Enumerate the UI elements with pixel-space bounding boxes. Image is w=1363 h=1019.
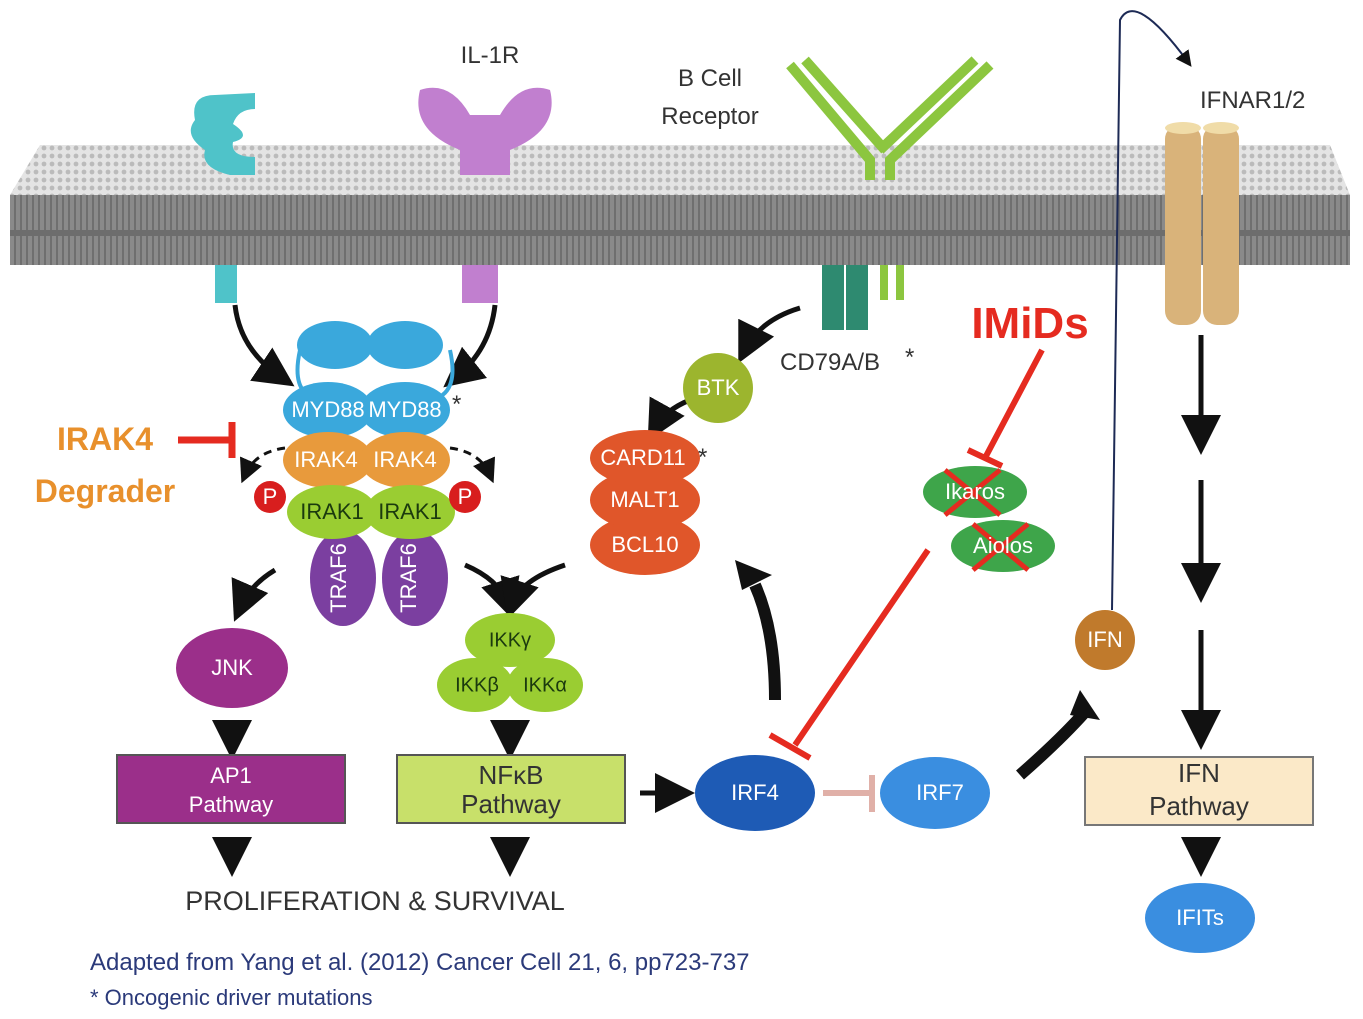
aiolos-node: Aiolos [973,533,1033,558]
ikk-complex: IKKγ IKKβ IKKα [437,613,583,712]
bcr-signaling: BTK CARD11 * MALT1 BCL10 [590,353,753,575]
phosphorylation-arrows [239,446,496,484]
bcr-label-2: Receptor [661,103,758,130]
nfkb-pathway-box: NFκB Pathway [396,754,626,824]
ifits-node: IFITs [1176,905,1224,930]
myddosome-complex: MYD88 MYD88 * IRAK4 IRAK4 TRAF6 TRAF6 IR… [254,321,481,626]
degraded-cross-icon [943,468,1030,572]
source-caption: Adapted from Yang et al. (2012) Cancer C… [90,949,750,976]
ifn-node: IFN [1087,627,1122,652]
ifn-pathway-label: IFN [1178,758,1220,788]
irak4-right: IRAK4 [373,447,437,472]
ifn-pathway-label-2: Pathway [1149,791,1249,821]
card11-mutation-star: * [698,444,707,471]
degrader-label: IRAK4 [57,421,153,457]
tlr-receptor [190,93,255,303]
il1r-label: IL-1R [461,42,520,69]
ifn-shape [1075,610,1135,670]
irak4-left: IRAK4 [294,447,358,472]
irak1-right: IRAK1 [378,499,442,524]
b-cell-receptor: B Cell Receptor CD79A/B * [661,56,994,376]
imids: IMiDs Ikaros Aiolos [768,299,1089,761]
ifn-pathway-box: IFN Pathway [1084,756,1314,826]
irf4-shape [695,755,815,831]
malt1-node: MALT1 [610,487,679,512]
ap1-pathway-box: AP1 Pathway [116,754,346,824]
ifn-secretion-line [1111,10,1192,611]
nfkb-label: NFκB [479,760,544,790]
bcl10-node: BCL10 [611,532,678,557]
phospho-left: P [263,484,278,509]
irf4-inhibits-irf7 [823,775,875,812]
phospho-right: P [458,484,473,509]
il1r-receptor: IL-1R [418,42,552,303]
cd79-mutation-star: * [905,344,914,371]
irf7-shape [880,757,990,829]
ikaros-node: Ikaros [945,479,1005,504]
irak1-left: IRAK1 [300,499,364,524]
nfkb-label-2: Pathway [461,789,561,819]
btk-node: BTK [697,375,740,400]
ifnar-label: IFNAR1/2 [1200,87,1305,114]
outcome-label: PROLIFERATION & SURVIVAL [185,886,565,916]
myd88-mutation-star: * [452,391,461,418]
thick-arrows [749,582,1090,780]
ifnar-receptor: IFNAR1/2 [1165,87,1305,325]
cd79-label: CD79A/B [780,349,880,376]
myd88-right: MYD88 [368,397,441,422]
irf7-node: IRF7 [916,780,964,805]
traf6-left: TRAF6 [326,543,351,613]
irf4-node: IRF4 [731,780,779,805]
ap1-label: AP1 [210,763,252,788]
ikka-node: IKKα [523,674,567,696]
card11-node: CARD11 [600,445,685,470]
activation-arrows [212,304,1221,877]
degrader-label-2: Degrader [35,473,176,509]
cell-membrane [10,145,1350,265]
ikkg-node: IKKγ [489,629,531,651]
myd88-left: MYD88 [291,397,364,422]
irak4-degrader: IRAK4 Degrader [35,421,236,509]
ifits-shape [1145,883,1255,953]
imids-label: IMiDs [971,299,1088,348]
traf6-right: TRAF6 [396,543,421,613]
bcr-label: B Cell [678,65,742,92]
ap1-label-2: Pathway [189,792,273,817]
jnk-node-shape [176,628,288,708]
ikkb-node: IKKβ [455,674,499,696]
footnote-caption: * Oncogenic driver mutations [90,985,372,1010]
jnk-node: JNK [211,655,253,680]
